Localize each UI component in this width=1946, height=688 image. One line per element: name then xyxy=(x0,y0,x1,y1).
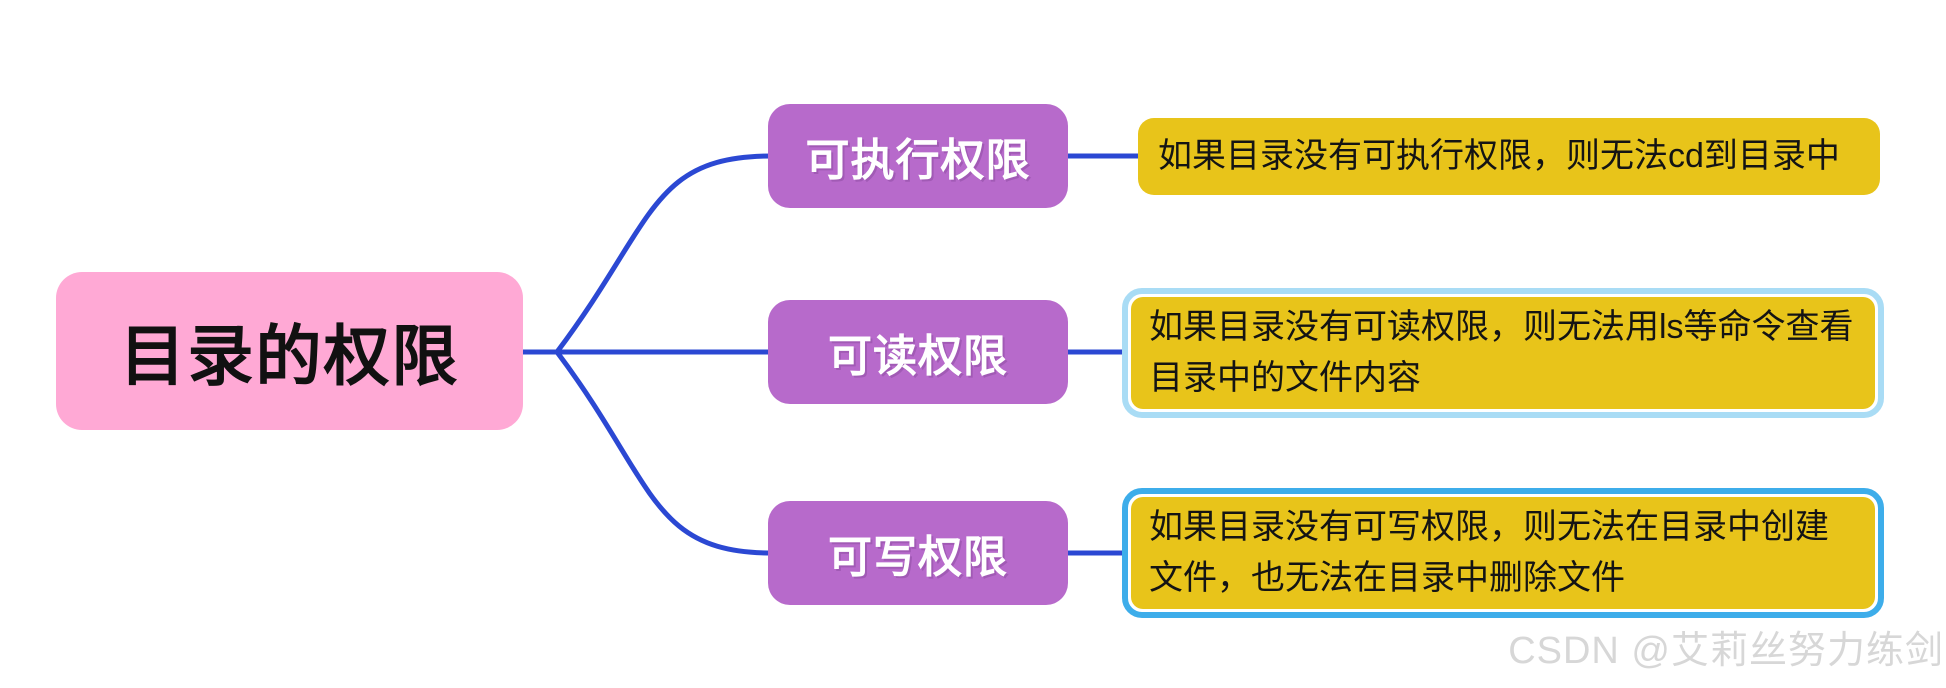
note-node-executable-permission[interactable]: 如果目录没有可执行权限，则无法cd到目录中 xyxy=(1138,118,1880,195)
root-node-label: 目录的权限 xyxy=(119,319,460,393)
branch-node-write-permission[interactable]: 可写权限 xyxy=(768,501,1068,605)
csdn-watermark: CSDN @艾莉丝努力练剑 xyxy=(1508,630,1944,672)
branch-line-write xyxy=(554,349,775,556)
note-node-read-permission[interactable]: 如果目录没有可读权限，则无法用ls等命令查看目录中的文件内容 xyxy=(1122,288,1884,418)
root-node-directory-permissions[interactable]: 目录的权限 xyxy=(56,272,523,430)
note-text: 如果目录没有可执行权限，则无法cd到目录中 xyxy=(1158,137,1840,175)
branch-node-label: 可读权限 xyxy=(828,332,1008,381)
note-node-inner: 如果目录没有可读权限，则无法用ls等命令查看目录中的文件内容 xyxy=(1131,297,1875,409)
note-text: 如果目录没有可读权限，则无法用ls等命令查看目录中的文件内容 xyxy=(1149,308,1854,397)
branch-node-label: 可执行权限 xyxy=(805,136,1031,185)
branch-line-executable xyxy=(554,153,775,355)
note-node-write-permission[interactable]: 如果目录没有可写权限，则无法在目录中创建文件，也无法在目录中删除文件 xyxy=(1122,488,1884,618)
branch-node-executable-permission[interactable]: 可执行权限 xyxy=(768,104,1068,208)
branch-node-read-permission[interactable]: 可读权限 xyxy=(768,300,1068,404)
note-node-inner: 如果目录没有可写权限，则无法在目录中创建文件，也无法在目录中删除文件 xyxy=(1131,497,1875,609)
note-text: 如果目录没有可写权限，则无法在目录中创建文件，也无法在目录中删除文件 xyxy=(1149,508,1829,597)
branch-node-label: 可写权限 xyxy=(828,533,1008,582)
